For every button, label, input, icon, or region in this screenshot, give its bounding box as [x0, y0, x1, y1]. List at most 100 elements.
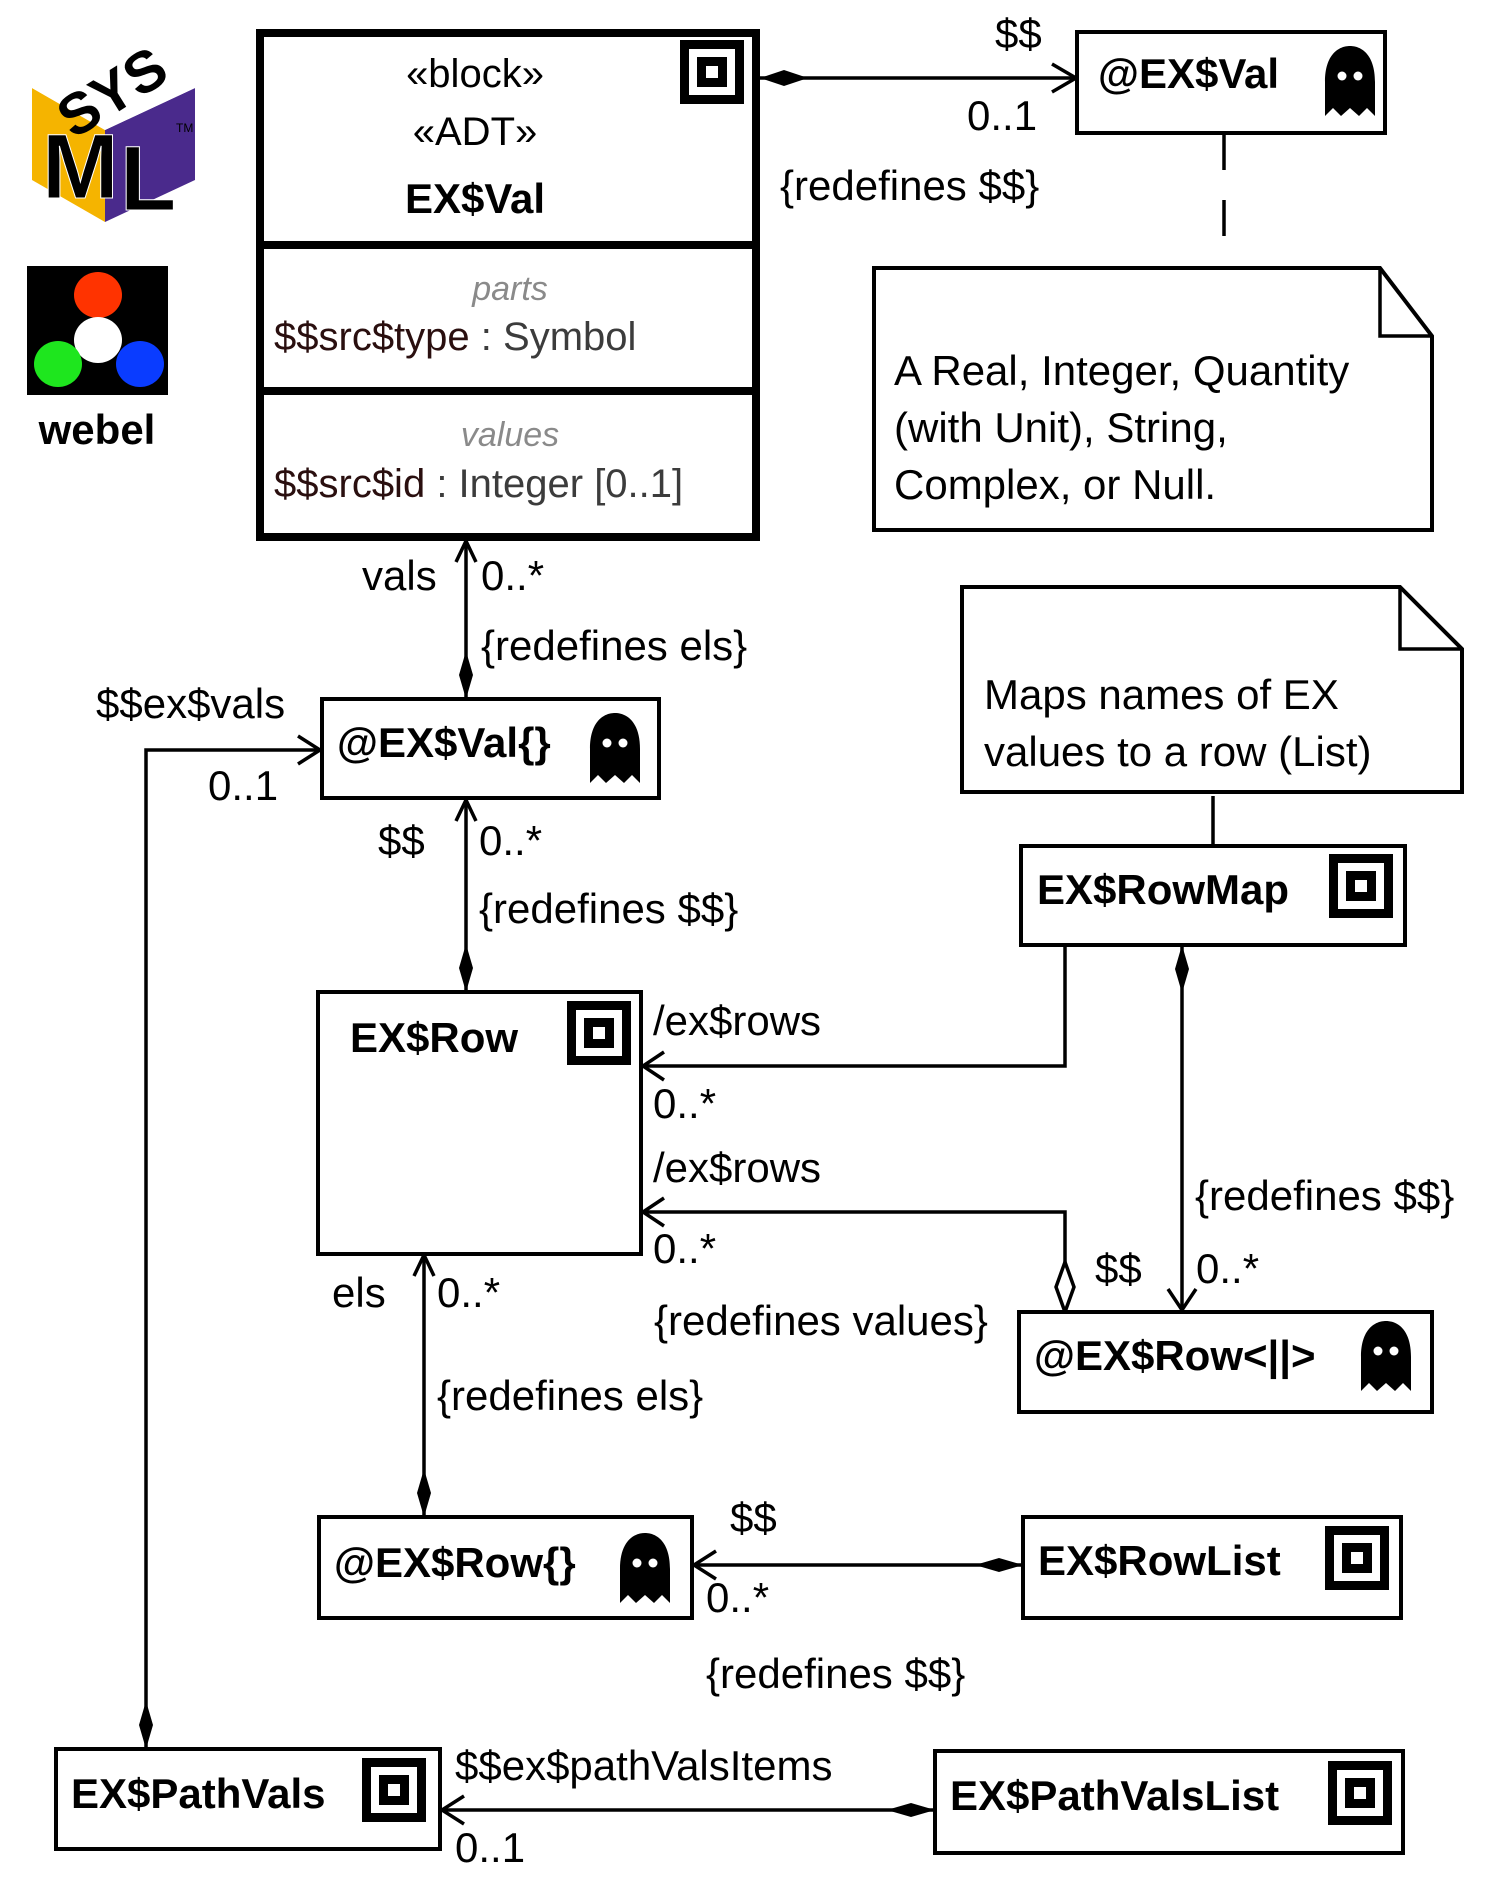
composite-diamond [459, 944, 473, 992]
value-type: Integer [0..1] [459, 462, 684, 506]
value-separator: : [425, 462, 458, 506]
composite-diamond [760, 70, 808, 86]
multiplicity-label: 0..1 [455, 1824, 525, 1871]
composite-diamond [459, 651, 473, 699]
note-line: A Real, Integer, Quantity [894, 347, 1349, 394]
block-name: EX$RowList [1038, 1537, 1281, 1584]
constraint-label: {redefines els} [437, 1372, 703, 1419]
role-label: $$ [378, 817, 425, 864]
role-label: $$ [730, 1494, 777, 1541]
composite-diamond [417, 1469, 431, 1517]
part-type: Symbol [503, 315, 636, 359]
note-line: Complex, or Null. [894, 461, 1216, 508]
block-at-ex-val[interactable]: @EX$Val [1075, 30, 1387, 135]
webel-green-dot [34, 341, 82, 387]
block-name: EX$Row [350, 1014, 518, 1061]
constraint-label: {redefines values} [654, 1297, 988, 1344]
composite-diamond [1175, 945, 1189, 993]
block-icon [1329, 854, 1393, 918]
role-label: $$ [1095, 1245, 1142, 1292]
role-label: vals [362, 552, 437, 599]
block-name: EX$PathValsList [950, 1772, 1279, 1819]
sysml-logo-l-face [105, 88, 195, 222]
constraint-label: {redefines $$} [1195, 1172, 1454, 1219]
block-at-ex-val-set[interactable]: @EX$Val{} [320, 697, 661, 800]
block-name: @EX$Val [1098, 50, 1279, 97]
value-name: $$src$id [274, 462, 425, 506]
association-pathvalslist-pathvals[interactable] [438, 1794, 935, 1826]
stereotype-block: «block» [406, 52, 544, 96]
role-label: $$ex$pathValsItems [455, 1742, 832, 1789]
part-property[interactable]: $$src$type : Symbol [274, 315, 636, 359]
block-icon [567, 1001, 631, 1065]
constraint-label: {redefines $$} [479, 885, 738, 932]
part-name: $$src$type [274, 315, 470, 359]
sysml-trademark: TM [176, 121, 193, 135]
note-line: (with Unit), String, [894, 404, 1228, 451]
block-name: @EX$Val{} [337, 719, 551, 766]
block-icon [680, 40, 744, 104]
multiplicity-label: 0..* [653, 1225, 716, 1272]
block-ex-val-frame [256, 29, 760, 541]
multiplicity-label: 0..* [653, 1080, 716, 1127]
ghost-icon [1361, 1321, 1411, 1391]
block-ex-row-list[interactable]: EX$RowList [1021, 1515, 1403, 1620]
block-ex-val[interactable]: «block» «ADT» EX$Val parts $$src$type : … [256, 29, 760, 541]
block-name: EX$PathVals [71, 1770, 325, 1817]
block-at-ex-row-set[interactable]: @EX$Row{} [317, 1515, 694, 1620]
association-rowset-exrow[interactable] [412, 1250, 436, 1517]
composite-diamond [139, 1701, 153, 1749]
ghost-icon [590, 713, 640, 783]
webel-red-dot [74, 272, 122, 318]
block-icon [1328, 1761, 1392, 1825]
constraint-label: {redefines els} [481, 622, 747, 669]
multiplicity-label: 0..* [1196, 1245, 1259, 1292]
sysml-logo: SYS M L TM [32, 34, 195, 231]
sysml-logo-top-face [32, 40, 195, 130]
note-rowmap: Maps names of EX values to a row (List) [960, 585, 1464, 794]
block-icon [362, 1758, 426, 1822]
association-pathvals-atexvalset[interactable] [139, 734, 324, 1749]
role-label: /ex$rows [653, 1144, 821, 1191]
note-line: Maps names of EX [984, 671, 1339, 718]
block-ex-row-map[interactable]: EX$RowMap [1019, 844, 1407, 947]
composite-diamond [975, 1558, 1023, 1572]
role-label: $$ [995, 10, 1042, 57]
association-bag-exrow[interactable] [639, 1196, 1076, 1318]
multiplicity-label: 0..* [437, 1269, 500, 1316]
block-ex-path-vals[interactable]: EX$PathVals [54, 1747, 442, 1851]
value-property[interactable]: $$src$id : Integer [0..1] [274, 462, 683, 506]
block-name: @EX$Row{} [334, 1539, 576, 1586]
sysml-logo-m-face [32, 88, 105, 222]
block-name: @EX$Row<||> [1034, 1332, 1316, 1380]
association-atexvalset-exval[interactable] [454, 536, 478, 699]
sysml-logo-m: M [42, 116, 119, 218]
role-label: els [332, 1269, 386, 1316]
compartment-label-parts: parts [471, 270, 548, 308]
association-exrow-atexvalset[interactable] [454, 795, 478, 992]
block-name: EX$RowMap [1037, 866, 1289, 913]
block-ex-path-vals-list[interactable]: EX$PathValsList [933, 1749, 1405, 1855]
block-at-ex-row-bag[interactable]: @EX$Row<||> [1017, 1310, 1434, 1414]
webel-logo: webel [27, 266, 168, 453]
multiplicity-label: 0..* [481, 552, 544, 599]
part-separator: : [470, 315, 503, 359]
multiplicity-label: 0..* [706, 1574, 769, 1621]
constraint-label: {redefines $$} [706, 1650, 965, 1697]
association-rowmap-bag[interactable] [1166, 945, 1198, 1314]
constraint-label: {redefines $$} [780, 162, 1039, 209]
block-ex-row[interactable]: EX$Row [316, 990, 643, 1256]
role-label: /ex$rows [653, 997, 821, 1044]
block-icon [1325, 1526, 1389, 1590]
stereotype-adt: «ADT» [413, 110, 538, 154]
association-exval-atexval[interactable] [760, 62, 1080, 94]
multiplicity-label: 0..1 [208, 762, 278, 809]
shared-diamond [1054, 1256, 1076, 1318]
multiplicity-label: 0..* [479, 817, 542, 864]
role-label: $$ex$vals [96, 680, 285, 727]
note-line: values to a row (List) [984, 728, 1371, 775]
webel-white-dot [74, 317, 122, 363]
composite-diamond [887, 1803, 935, 1817]
block-name: EX$Val [405, 175, 545, 222]
